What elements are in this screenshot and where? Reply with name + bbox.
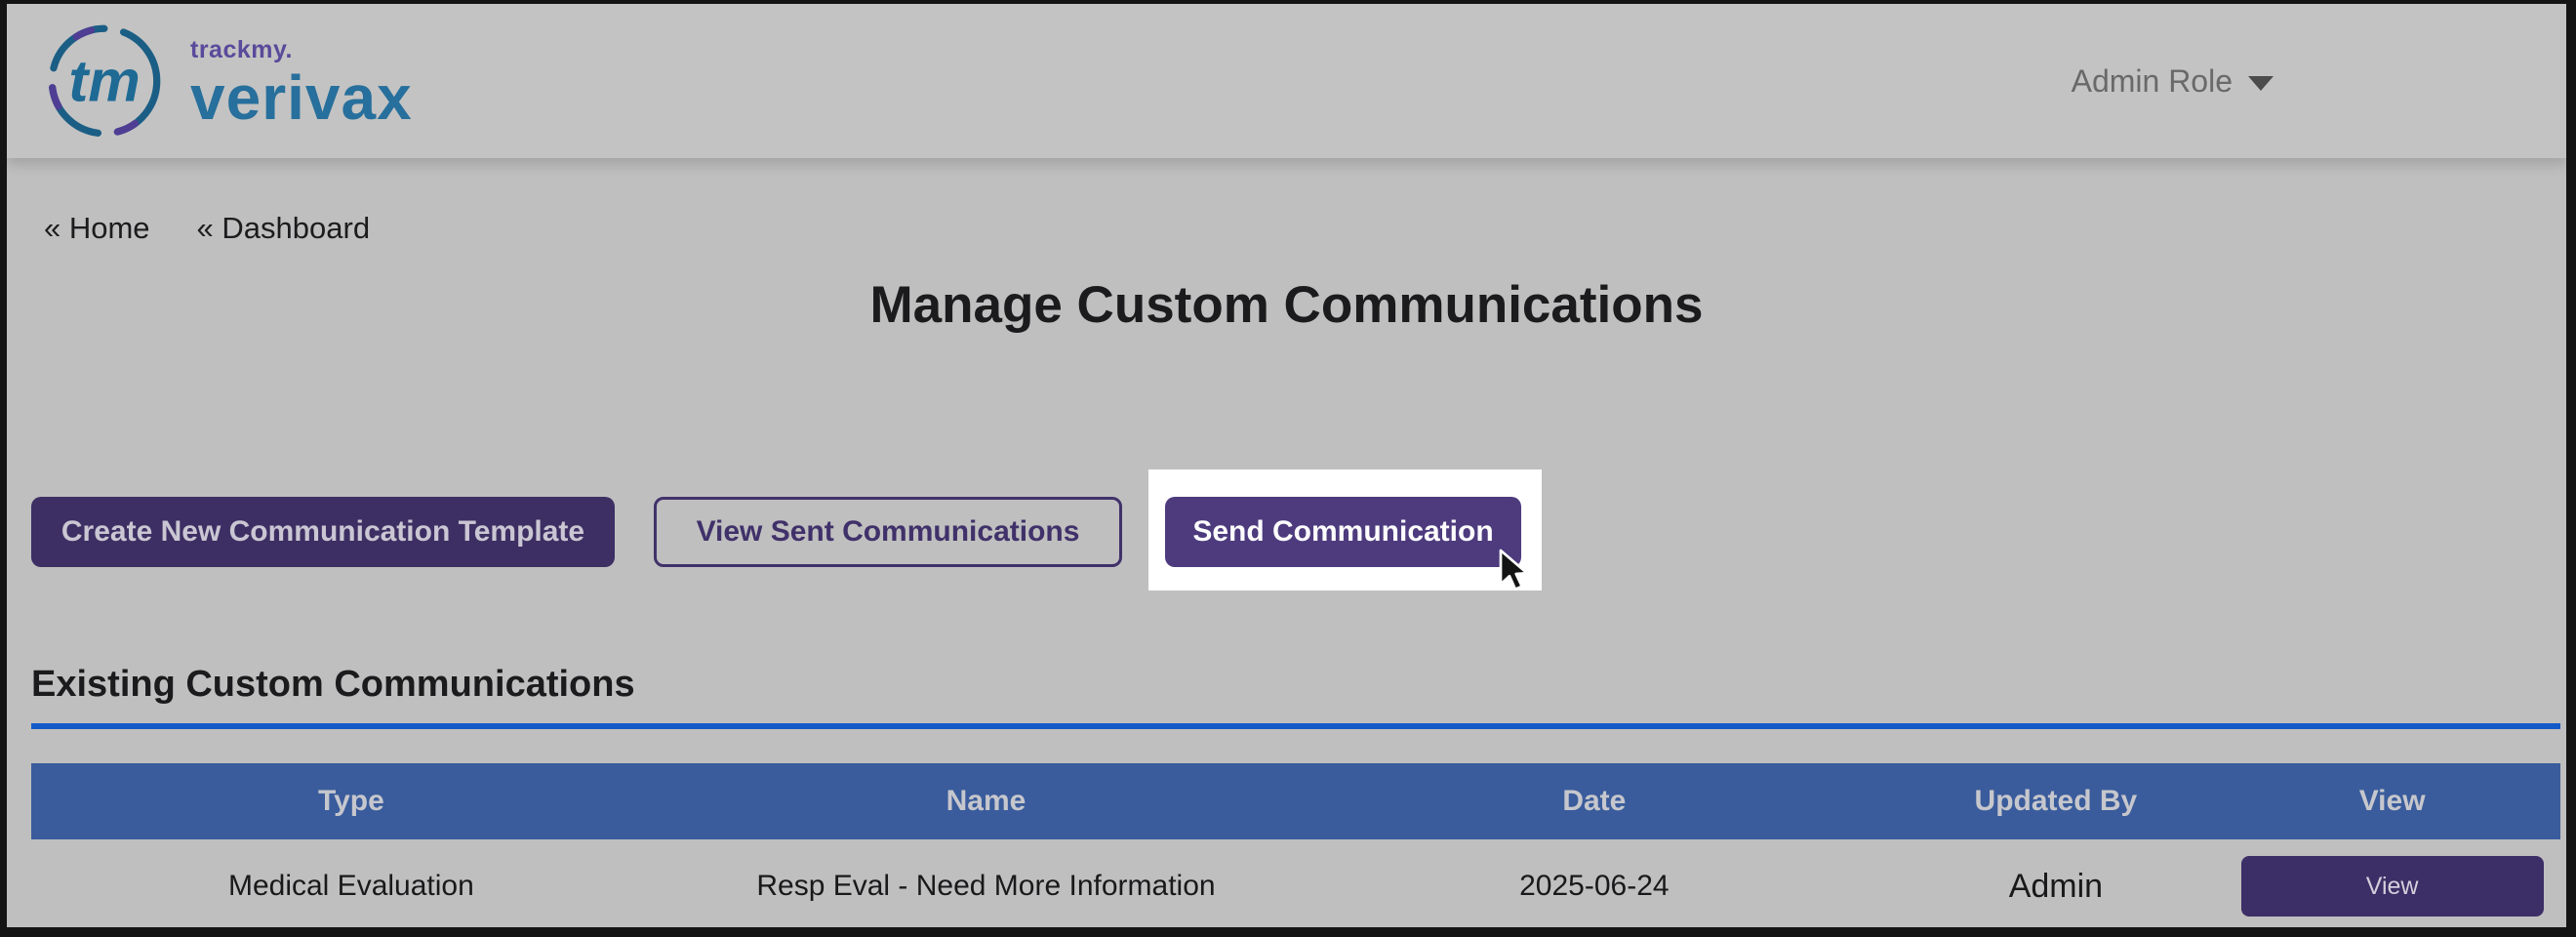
- breadcrumb: « Home « Dashboard: [44, 211, 370, 246]
- page-title: Manage Custom Communications: [869, 276, 1704, 334]
- column-header-name: Name: [946, 785, 1026, 817]
- role-dropdown[interactable]: Admin Role: [2072, 63, 2274, 100]
- section-divider: [31, 723, 2560, 729]
- role-dropdown-label: Admin Role: [2071, 62, 2233, 99]
- table-header-row: Type Name Date Updated By View: [31, 763, 2560, 839]
- view-sent-communications-button[interactable]: View Sent Communications: [654, 497, 1122, 567]
- create-new-communication-template-button[interactable]: Create New Communication Template: [31, 497, 615, 567]
- brand-top-text: trackmy.: [190, 35, 293, 63]
- breadcrumb-home-link[interactable]: « Home: [44, 211, 150, 245]
- column-header-date: Date: [1562, 785, 1627, 817]
- send-communication-button[interactable]: Send Communication: [1165, 497, 1521, 567]
- brand-wordmark: trackmy. verivax: [190, 35, 413, 133]
- cell-view: View: [2224, 856, 2560, 917]
- mouse-cursor-icon: [1499, 549, 1529, 591]
- column-header-view: View: [2358, 785, 2426, 817]
- column-header-type: Type: [317, 785, 384, 817]
- cell-type: Medical Evaluation: [227, 870, 474, 902]
- breadcrumb-dashboard-link[interactable]: « Dashboard: [196, 211, 371, 245]
- top-navigation-bar: tm trackmy. verivax Admin Role: [7, 4, 2566, 158]
- table-row: Medical Evaluation Resp Eval - Need More…: [31, 839, 2560, 927]
- tm-monogram-text: tm: [68, 49, 140, 114]
- tm-monogram-icon: tm: [48, 24, 161, 138]
- section-heading: Existing Custom Communications: [31, 664, 635, 705]
- cell-name: Resp Eval - Need More Information: [756, 870, 1216, 902]
- column-header-updated-by: Updated By: [1974, 785, 2138, 817]
- brand-name-text: verivax: [190, 61, 413, 133]
- cell-date: 2025-06-24: [1519, 870, 1670, 902]
- row-view-button[interactable]: View: [2240, 856, 2544, 917]
- brand-logo[interactable]: tm trackmy. verivax: [44, 20, 413, 142]
- tour-highlight-box: Send Communication: [1148, 469, 1542, 591]
- chevron-down-icon: [2248, 75, 2274, 91]
- communications-table: Type Name Date Updated By View Medical E…: [31, 763, 2560, 927]
- cell-updated-by: Admin: [2008, 867, 2104, 905]
